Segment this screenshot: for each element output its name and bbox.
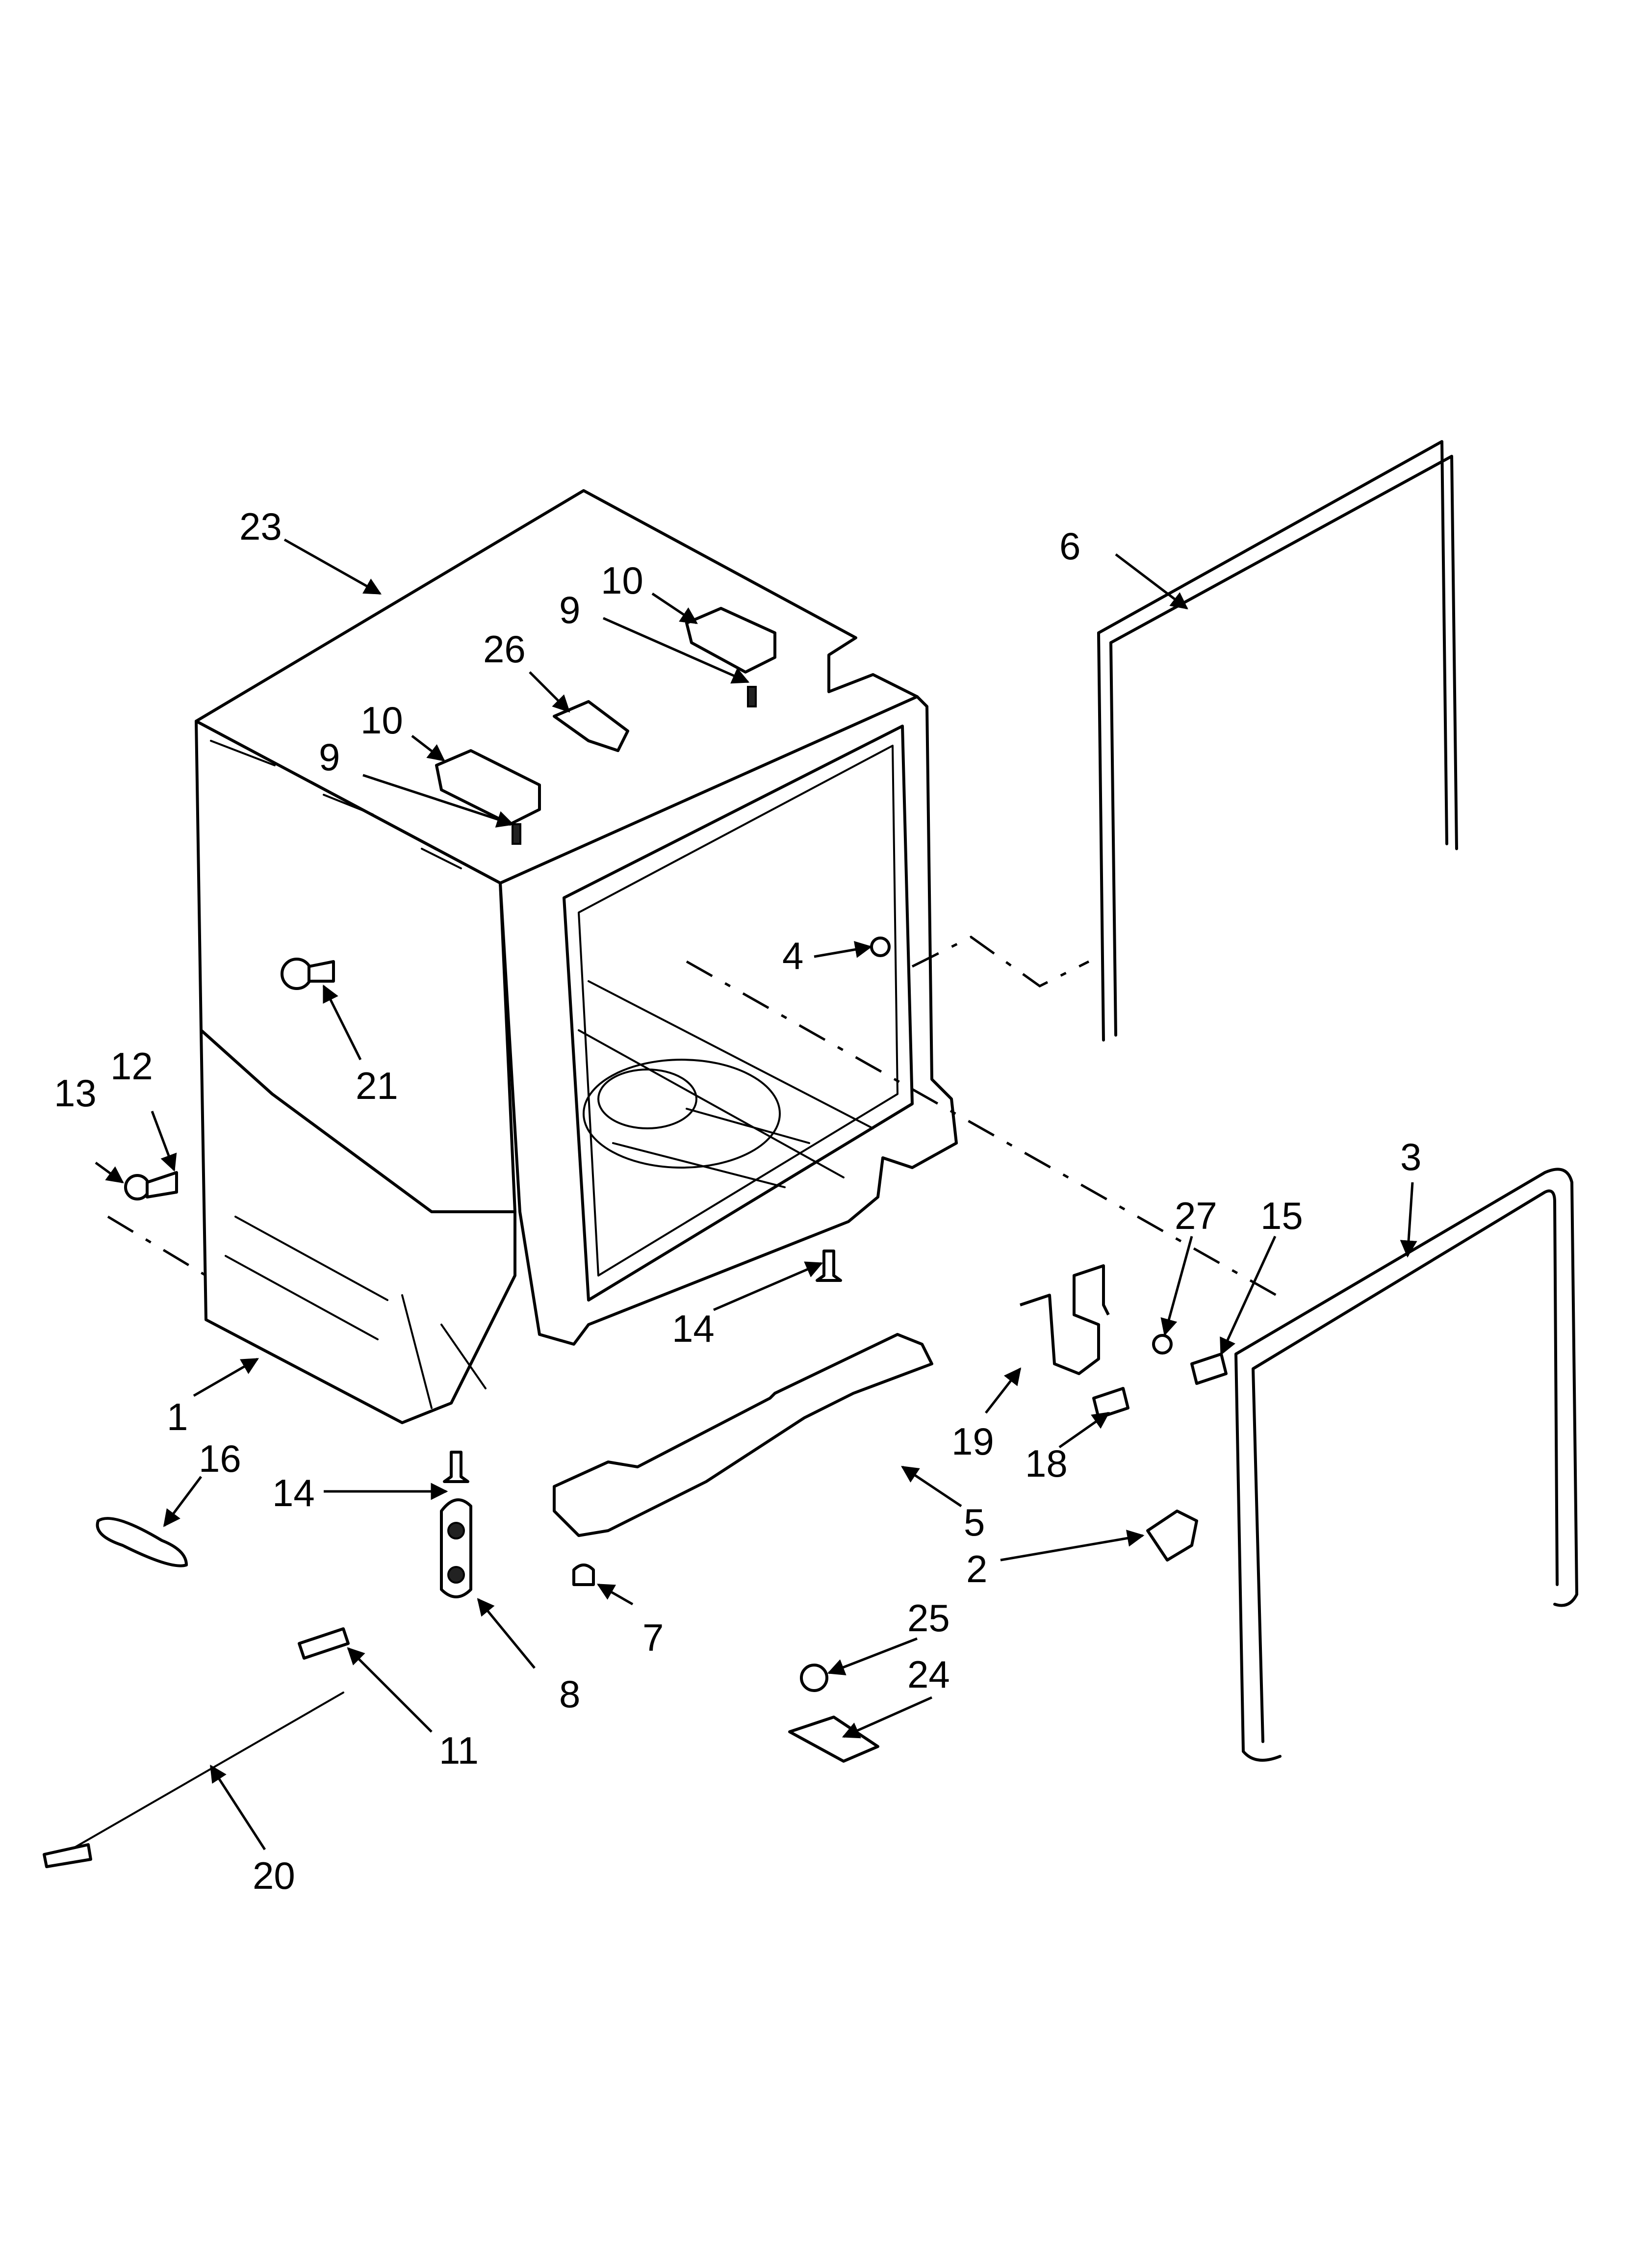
callout-10: 10 [601,559,643,602]
callout-23: 23 [239,505,282,548]
callout-13: 13 [54,1071,97,1115]
door-gasket [1097,440,1458,1042]
callout-21: 21 [356,1064,398,1107]
tub-assembly [195,489,958,1424]
callout-26: 26 [483,627,526,671]
callout-1: 1 [167,1395,188,1438]
callout-14: 14 [672,1307,715,1350]
hardware [43,607,1228,1868]
callout-12: 12 [110,1044,153,1088]
callout-14: 14 [272,1471,315,1514]
tub-gasket [1234,1168,1578,1762]
bracket-19 [1020,1264,1110,1375]
callout-2: 2 [966,1547,987,1590]
callout-18: 18 [1025,1442,1068,1485]
callout-8: 8 [559,1672,580,1716]
callout-15: 15 [1260,1194,1303,1237]
callout-16: 16 [199,1437,241,1480]
callout-6: 6 [1059,524,1080,568]
callout-5: 5 [964,1501,985,1544]
callout-7: 7 [642,1616,664,1659]
leader-lines [95,538,1417,1851]
callout-20: 20 [253,1854,295,1897]
callout-4: 4 [782,934,803,977]
callout-25: 25 [907,1596,950,1640]
callout-3: 3 [1400,1135,1421,1178]
callout-9: 9 [319,735,340,779]
callout-24: 24 [907,1653,950,1696]
callout-19: 19 [951,1420,994,1463]
callout-9: 9 [559,588,580,631]
callout-labels: 23 10 9 26 10 9 6 4 21 13 12 3 27 15 14 … [54,505,1421,1897]
callout-27: 27 [1175,1194,1217,1237]
callout-10: 10 [360,699,403,742]
toe-plate [553,1333,933,1537]
reference-lines [107,936,1286,1302]
callout-11: 11 [439,1729,479,1772]
